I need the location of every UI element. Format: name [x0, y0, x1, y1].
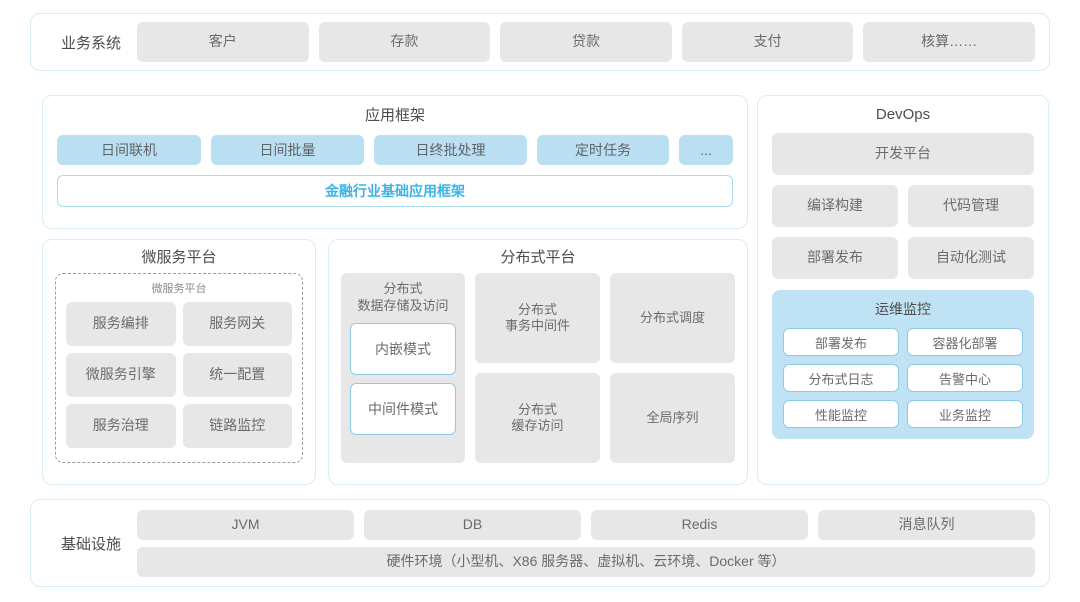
microservice-platform-title: 微服务平台 [141, 249, 217, 266]
ops-tile-distributed-logging[interactable]: 分布式日志 [783, 364, 899, 392]
infra-tile-db[interactable]: DB [364, 509, 581, 540]
app-tile-daytime-online[interactable]: 日间联机 [57, 135, 201, 165]
dist-tile-scheduling[interactable]: 分布式调度 [610, 273, 735, 363]
micro-tile-service-gateway[interactable]: 服务网关 [182, 302, 292, 346]
application-framework-tiles: 日间联机 日间批量 日终批处理 定时任务 ... [57, 135, 733, 165]
micro-tile-service-orchestration[interactable]: 服务编排 [66, 302, 176, 346]
storage-mode-embedded[interactable]: 内嵌模式 [350, 322, 456, 375]
distributed-storage-group[interactable]: 分布式 数据存储及访问 内嵌模式 中间件模式 [341, 273, 465, 463]
app-tile-daytime-batch[interactable]: 日间批量 [211, 135, 364, 165]
infra-tile-message-queue[interactable]: 消息队列 [818, 509, 1035, 540]
distributed-tiles: 分布式 事务中间件 分布式调度 分布式 缓存访问 全局序列 [475, 273, 735, 463]
ops-monitoring-tiles: 部署发布 容器化部署 分布式日志 告警中心 性能监控 业务监控 [783, 328, 1023, 428]
dist-tile-cache-access[interactable]: 分布式 缓存访问 [475, 373, 600, 463]
microservice-tiles: 服务编排 服务网关 微服务引擎 统一配置 服务治理 链路监控 [66, 302, 292, 448]
devops-title: DevOps [875, 106, 931, 123]
storage-mode-middleware[interactable]: 中间件模式 [350, 382, 456, 435]
dist-tile-transaction-middleware[interactable]: 分布式 事务中间件 [475, 273, 600, 363]
business-item-customer[interactable]: 客户 [137, 22, 309, 62]
infra-tile-hardware-environment[interactable]: 硬件环境（小型机、X86 服务器、虚拟机、云环境、Docker 等） [137, 546, 1035, 577]
devops-tile-dev-platform[interactable]: 开发平台 [772, 133, 1034, 175]
devops-panel: DevOps 开发平台 编译构建 代码管理 部署发布 自动化测试 运维监控 部署… [757, 95, 1049, 485]
micro-tile-unified-config[interactable]: 统一配置 [182, 353, 292, 397]
micro-tile-microservice-engine[interactable]: 微服务引擎 [66, 353, 176, 397]
distributed-platform-panel: 分布式平台 分布式 数据存储及访问 内嵌模式 中间件模式 分布式 事务中间件 分… [328, 239, 748, 485]
app-tile-scheduled-task[interactable]: 定时任务 [537, 135, 669, 165]
infrastructure-items: JVM DB Redis 消息队列 [137, 509, 1035, 540]
micro-tile-trace-monitoring[interactable]: 链路监控 [182, 404, 292, 448]
business-item-deposit[interactable]: 存款 [318, 22, 491, 62]
app-tile-eod-batch[interactable]: 日终批处理 [374, 135, 527, 165]
micro-tile-service-governance[interactable]: 服务治理 [66, 404, 176, 448]
devops-tile-compile-build[interactable]: 编译构建 [772, 185, 898, 227]
microservice-inner-title: 微服务平台 [151, 283, 207, 295]
ops-tile-business-monitoring[interactable]: 业务监控 [907, 400, 1023, 428]
infra-tile-redis[interactable]: Redis [591, 509, 808, 540]
devops-tile-code-management[interactable]: 代码管理 [908, 185, 1034, 227]
business-system-row: 业务系统 客户 存款 贷款 支付 核算…… [30, 13, 1050, 71]
business-system-items: 客户 存款 贷款 支付 核算…… [137, 22, 1035, 62]
ops-tile-deploy-release[interactable]: 部署发布 [783, 328, 899, 356]
business-item-accounting[interactable]: 核算…… [863, 22, 1035, 62]
app-tile-more[interactable]: ... [679, 135, 733, 165]
business-item-loan[interactable]: 贷款 [500, 22, 672, 62]
distributed-platform-body: 分布式 数据存储及访问 内嵌模式 中间件模式 分布式 事务中间件 分布式调度 分… [341, 273, 735, 463]
base-framework-banner[interactable]: 金融行业基础应用框架 [57, 175, 733, 207]
devops-tile-deploy-release[interactable]: 部署发布 [772, 237, 898, 279]
infrastructure-content: JVM DB Redis 消息队列 硬件环境（小型机、X86 服务器、虚拟机、云… [137, 509, 1035, 577]
business-item-payment[interactable]: 支付 [681, 22, 854, 62]
microservice-inner-box: 微服务平台 服务编排 服务网关 微服务引擎 统一配置 服务治理 链路监控 [55, 273, 303, 463]
devops-tile-automated-testing[interactable]: 自动化测试 [908, 237, 1034, 279]
infrastructure-label: 基础设施 [60, 535, 121, 553]
dist-tile-global-sequence[interactable]: 全局序列 [610, 373, 735, 463]
infrastructure-row: 基础设施 JVM DB Redis 消息队列 硬件环境（小型机、X86 服务器、… [30, 499, 1050, 587]
microservice-platform-panel: 微服务平台 微服务平台 服务编排 服务网关 微服务引擎 统一配置 服务治理 链路… [42, 239, 316, 485]
ops-tile-containerized-deploy[interactable]: 容器化部署 [907, 328, 1023, 356]
ops-tile-alert-center[interactable]: 告警中心 [907, 364, 1023, 392]
infra-tile-jvm[interactable]: JVM [137, 509, 354, 540]
distributed-platform-title: 分布式平台 [500, 249, 576, 266]
devops-tiles: 编译构建 代码管理 部署发布 自动化测试 [772, 185, 1034, 279]
ops-monitoring-panel: 运维监控 部署发布 容器化部署 分布式日志 告警中心 性能监控 业务监控 [772, 290, 1034, 439]
application-framework-title: 应用框架 [364, 107, 425, 124]
ops-tile-performance-monitoring[interactable]: 性能监控 [783, 400, 899, 428]
ops-monitoring-title: 运维监控 [875, 301, 931, 317]
application-framework-panel: 应用框架 日间联机 日间批量 日终批处理 定时任务 ... 金融行业基础应用框架 [42, 95, 748, 229]
distributed-storage-title: 分布式 数据存储及访问 [357, 281, 449, 313]
business-system-label: 业务系统 [60, 34, 121, 52]
